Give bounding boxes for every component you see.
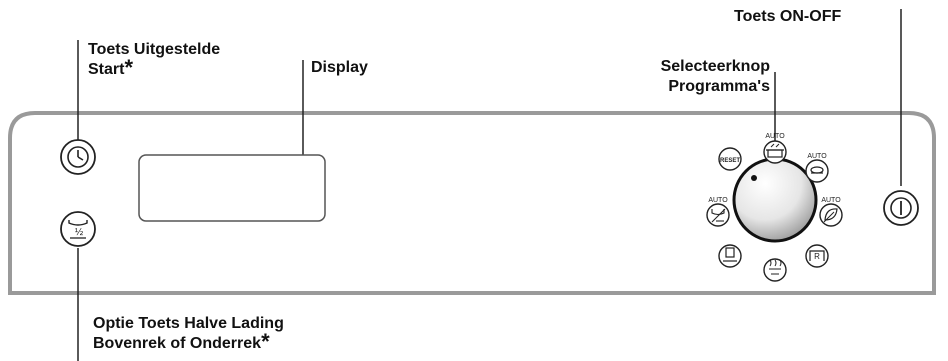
program-rinse[interactable]: R — [805, 244, 829, 268]
clock-icon — [67, 146, 89, 168]
display-screen — [138, 154, 326, 222]
delayed-start-button[interactable] — [60, 139, 96, 175]
reset-icon: RESET — [720, 158, 740, 164]
program-glass[interactable] — [763, 258, 787, 282]
power-icon — [890, 197, 912, 219]
auto-label-intensive: AUTO — [765, 133, 785, 140]
program-selector-label: Selecteerknop Programma's — [612, 57, 770, 97]
rinse-icon-text: R — [814, 252, 820, 261]
pot-icon — [766, 143, 784, 158]
half-load-icon-text: ½ — [75, 227, 84, 238]
delayed-start-label-line2: Start — [88, 61, 125, 78]
glass-steam-icon — [769, 259, 782, 275]
auto-label-normal: AUTO — [807, 153, 827, 160]
on-off-button[interactable] — [883, 190, 919, 226]
leaf-icon — [823, 208, 838, 223]
program-prewash[interactable] — [718, 244, 742, 268]
half-load-label: Optie Toets Halve Lading Bovenrek of Ond… — [93, 314, 284, 354]
delayed-start-label-line1: Toets Uitgestelde — [88, 41, 221, 58]
bowl-icon — [810, 166, 824, 174]
program-selector-label-line2: Programma's — [668, 78, 770, 95]
program-auto-quick[interactable]: AUTO — [706, 197, 730, 227]
program-auto-eco[interactable]: AUTO — [819, 197, 843, 227]
quick-wash-icon — [711, 208, 726, 223]
auto-label-quick: AUTO — [708, 197, 728, 204]
auto-label-eco: AUTO — [821, 197, 841, 204]
prewash-icon — [723, 247, 737, 262]
display-label: Display — [311, 59, 368, 76]
program-auto-normal[interactable]: AUTO — [805, 153, 829, 183]
program-selector-knob[interactable] — [732, 157, 818, 243]
rinse-icon: R — [809, 250, 825, 261]
delayed-start-label: Toets Uitgestelde Start* — [88, 40, 220, 80]
half-load-label-line2: Bovenrek of Onderrek — [93, 335, 262, 352]
delayed-start-asterisk: * — [124, 55, 134, 80]
program-reset[interactable]: RESET — [718, 147, 742, 171]
half-load-asterisk: * — [261, 329, 270, 354]
knob-indicator-dot — [751, 175, 757, 181]
half-load-label-line1: Optie Toets Halve Lading — [93, 315, 284, 332]
half-load-button[interactable]: ½ — [60, 211, 96, 247]
half-load-icon: ½ — [68, 220, 88, 239]
program-auto-intensive[interactable]: AUTO — [763, 133, 787, 164]
program-selector-label-line1: Selecteerknop — [660, 58, 770, 75]
on-off-label: Toets ON-OFF — [734, 8, 842, 25]
